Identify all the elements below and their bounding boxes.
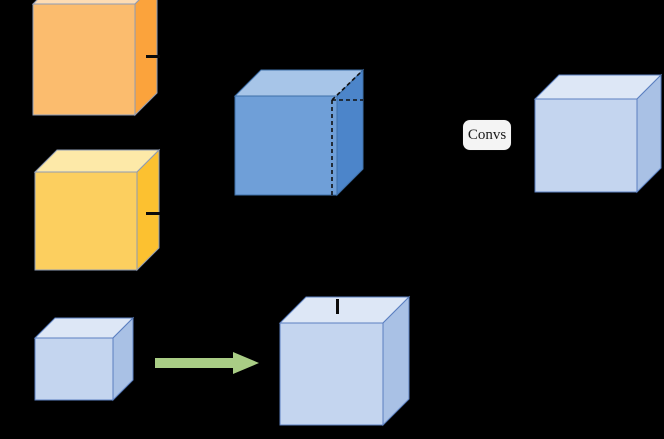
blue-cube-front-face (234, 95, 338, 196)
large-cube-front-face (279, 322, 384, 426)
light-blue-cube-small (33, 316, 137, 404)
green-arrow (155, 352, 260, 374)
green-arrow-shape (155, 352, 259, 374)
small-cube-front-face (34, 337, 114, 401)
yellow-cube-front-face (34, 171, 138, 271)
tick-mark-top-face (336, 299, 339, 314)
orange-cube-front-face (32, 3, 136, 116)
yellow-cube-side-face (136, 148, 160, 272)
blue-cube (233, 68, 371, 204)
light-blue-cube-large (278, 295, 412, 429)
convs-label[interactable]: Convs (463, 120, 511, 150)
output-cube-front-face (534, 98, 638, 193)
tick-mark-orange (146, 55, 160, 58)
tick-mark-yellow (146, 212, 160, 215)
light-blue-cube-output (533, 73, 664, 200)
orange-cube (31, 0, 163, 122)
yellow-cube (33, 148, 165, 280)
